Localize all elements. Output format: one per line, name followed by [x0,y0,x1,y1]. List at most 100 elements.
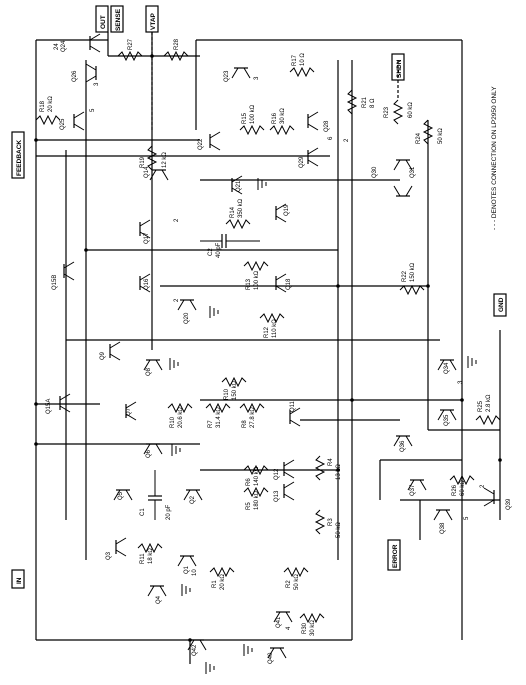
label-q35: Q35 [444,414,450,426]
label-r21: R21 [362,96,368,108]
label-q38: Q38 [440,522,446,534]
ground-icon [205,662,215,674]
label-r1-value: 20 kΩ [220,574,226,590]
resistor-symbols [35,50,501,624]
ground-icon [467,356,477,368]
label-r14-value: 350 kΩ [238,198,244,218]
label-r8-value: 27.8 kΩ [250,407,256,428]
label-q3: Q3 [106,551,112,560]
label-r4-value: 13 kΩ [336,464,342,480]
label-q20: Q20 [184,312,190,324]
label-r15-value: 100 kΩ [250,104,256,124]
pin-feedback-label: FEEDBACK [16,140,23,176]
label-q8: Q8 [146,367,152,376]
label-r25: R25 [478,400,484,412]
label-q22: Q22 [198,138,204,150]
emitter-count: 2 [480,484,486,488]
label-r8: R8 [242,420,248,428]
label-r7-value: 31.4 kΩ [216,407,222,428]
label-r14: R14 [230,206,236,218]
label-r11: R11 [140,553,146,564]
label-q5: Q6 [146,449,152,458]
label-r24: R24 [416,132,422,144]
emitter-count: 5 [90,108,96,112]
label-r13: R13 [246,278,252,290]
label-q39: Q39 [506,498,512,510]
label-r6: R6 [246,478,252,486]
label-r10a: R10 [224,388,230,400]
pin-shdn-label: SHDN [396,59,403,78]
label-q42: Q42 [192,644,198,656]
emitter-count: 5 [464,516,470,520]
label-q15a: Q15A [46,399,52,414]
lp2950-note: - - - DENOTES CONNECTION ON LP2950 ONLY [491,86,498,230]
label-q41: Q41 [276,616,282,628]
label-r26-value: 60 kΩ [460,480,466,496]
label-r12-value: 110 kΩ [272,319,278,338]
ground-icon [171,444,181,456]
label-c2: C2 [208,248,214,256]
label-r27: R27 [128,38,134,50]
pin-in-label: IN [16,577,23,584]
ground-symbols [169,178,477,674]
label-r12: R12 [264,326,270,338]
label-r18-value: 20 kΩ [48,96,54,112]
transistor-labels: Q24 Q26 Q25 Q23 Q22 Q28 Q29 Q30 Q31 Q14 … [46,40,512,664]
label-c1-value: 20 pF [166,504,172,520]
label-q11: Q11 [290,400,296,412]
emitter-count: 2 [174,218,180,222]
label-q19: Q19 [284,204,290,216]
label-q29: Q29 [299,156,305,168]
label-r25-value: 2.8 kΩ [486,394,492,412]
emitter-count: 2 [344,138,350,142]
label-r24-value: 50 kΩ [438,128,444,144]
label-q6: Q4 [156,595,162,604]
emitter-count: 6 [328,136,334,140]
capacitor-symbols [148,234,260,520]
label-r5-value: 180 kΩ [254,490,260,510]
label-r21-value: 8 Ω [370,98,376,108]
pin-gnd-label: GND [498,297,505,312]
emitter-count: 3 [254,76,260,80]
label-q14: Q14 [144,166,150,178]
emitter-count: 24 [54,43,60,50]
emitter-count: 4 [286,626,292,630]
label-q34: Q34 [444,362,450,374]
label-r17: R17 [292,54,298,66]
ground-icon [169,358,179,370]
label-r23: R23 [384,106,390,118]
pin-out-label: OUT [100,15,107,29]
label-r16: R16 [272,112,278,124]
label-r10b-value: 20.6 kΩ [178,407,184,428]
label-q9: Q9 [100,351,106,360]
label-r28: R28 [174,38,180,50]
label-q1: Q1 [184,565,190,574]
label-q26: Q26 [72,70,78,82]
label-q31: Q31 [410,166,416,178]
label-r26: R26 [452,484,458,496]
label-q24: Q24 [61,40,67,52]
pin-out: OUT [95,5,109,33]
pin-feedback: FEEDBACK [11,131,25,179]
label-q4: Q5 [118,491,124,500]
label-r13-value: 100 kΩ [254,270,260,290]
label-r10b: R10 [170,416,176,428]
label-r7: R7 [208,420,214,428]
pin-in: IN [11,569,25,589]
label-q21: Q21 [236,180,242,192]
label-q36: Q36 [400,440,406,452]
label-r2: R2 [286,580,292,588]
label-q15b: Q15B [52,275,58,290]
label-r4: R4 [328,458,334,466]
pin-shdn: SHDN [391,53,405,81]
label-q40: Q40 [268,652,274,664]
label-r1: R1 [212,580,218,588]
label-q2: Q2 [190,495,196,504]
label-q7: Q7 [126,407,132,416]
emitter-count: 3 [94,82,100,86]
emitter-count: 3 [458,380,464,384]
pin-vtap-label: VTAP [150,12,157,30]
component-labels: R27 R28 R18 20 kΩ R17 10 Ω R21 8 Ω R15 1… [40,38,492,636]
pin-error: ERROR [387,539,401,571]
